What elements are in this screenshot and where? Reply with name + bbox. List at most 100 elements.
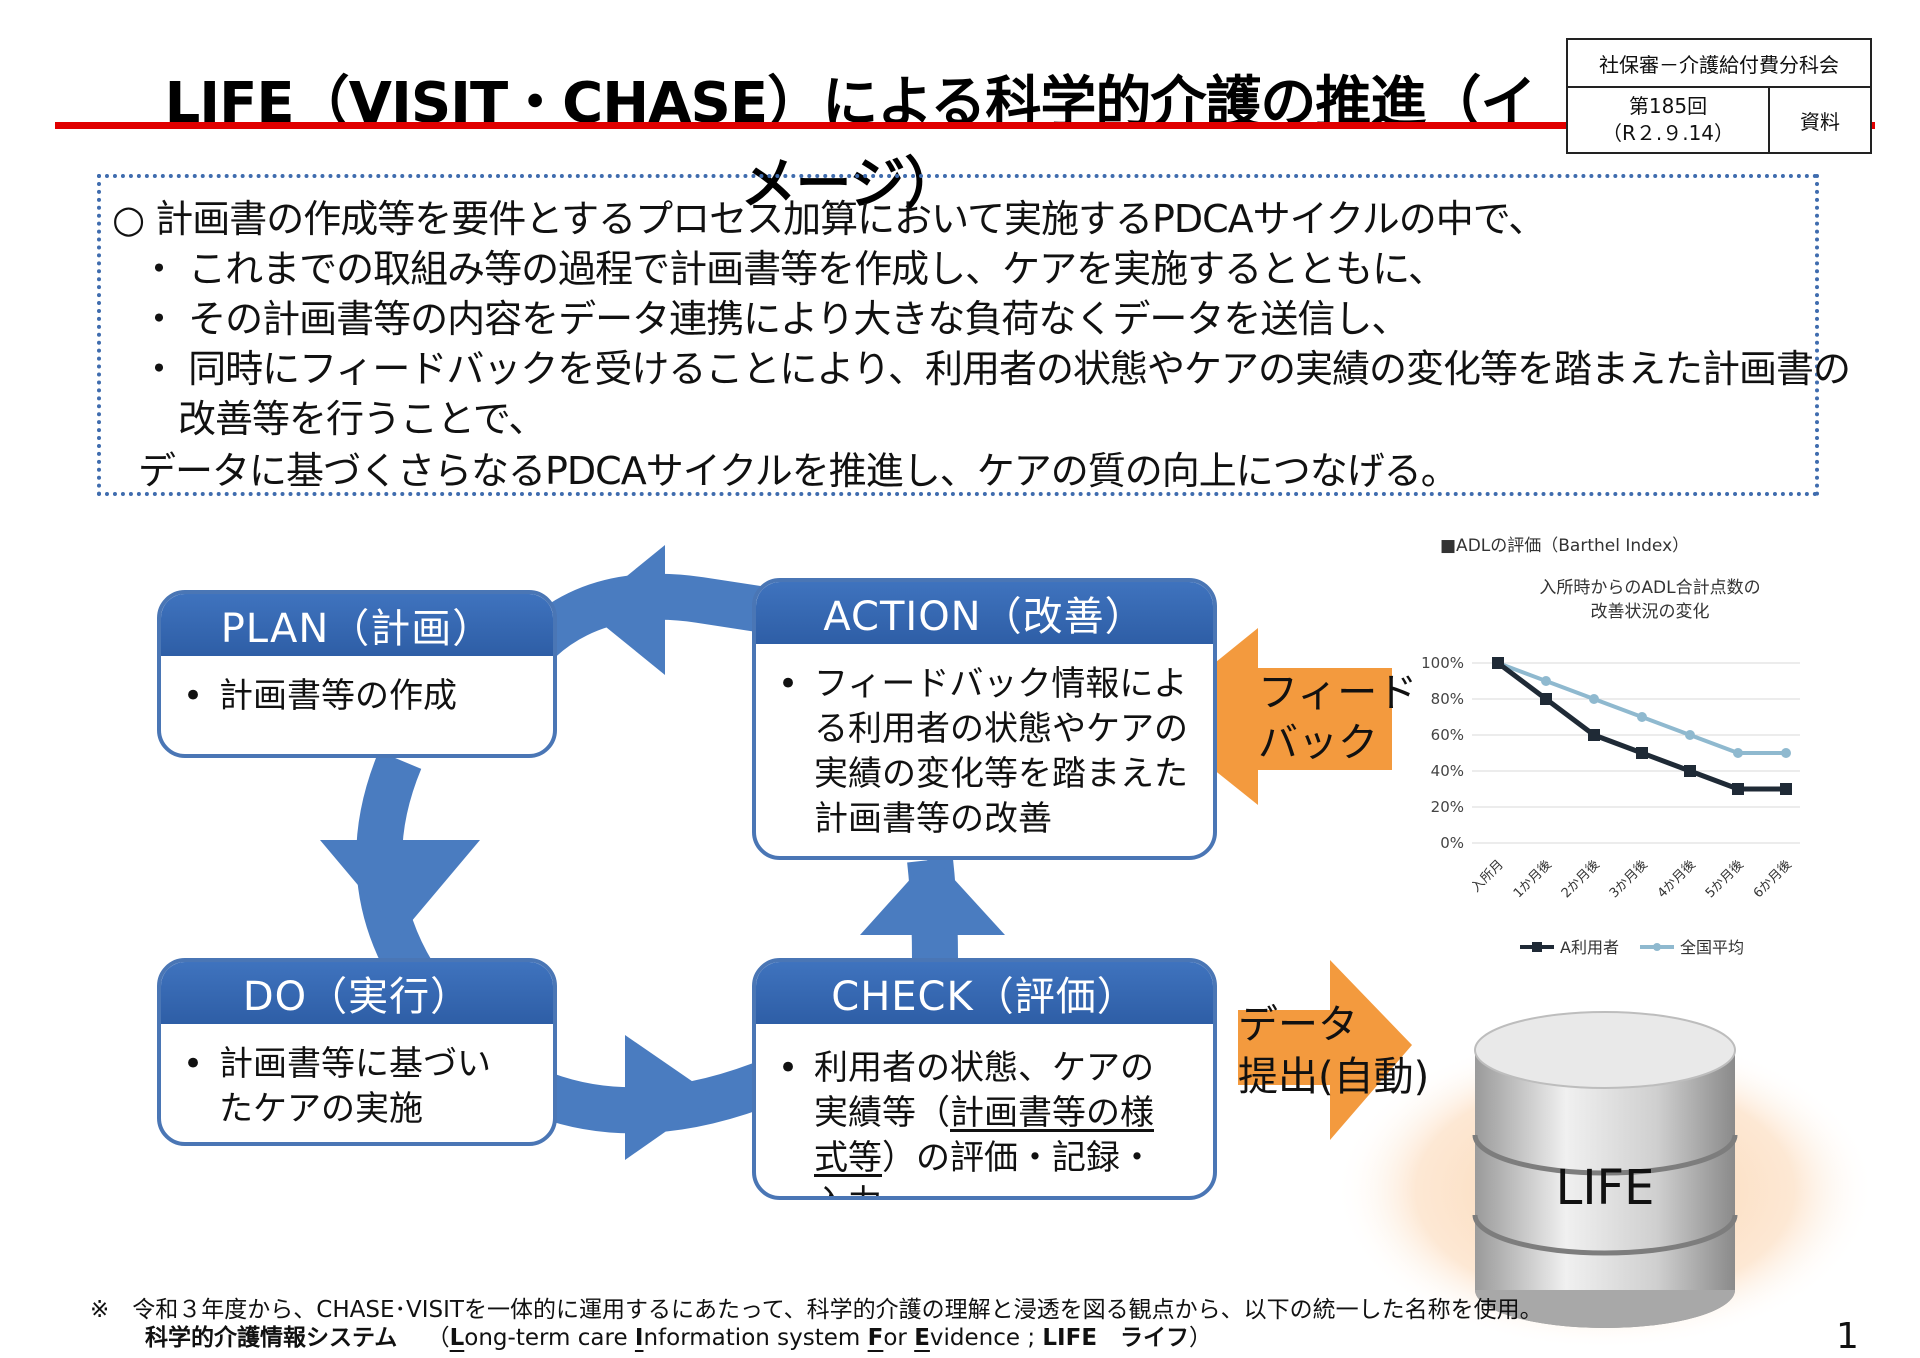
x-tick-label: 3か月後 xyxy=(1607,857,1651,901)
check-item-after: ）の評価・記録・入力 xyxy=(814,1138,1154,1196)
y-tick-label: 100% xyxy=(1421,654,1464,672)
session-number: 第185回 xyxy=(1628,94,1708,118)
intro-box xyxy=(97,174,1819,496)
chart-series xyxy=(1492,657,1792,795)
action-body: • フィードバック情報による利用者の状態やケアの実績の変化等を踏まえた計画書等の… xyxy=(756,644,1213,842)
abbr-text2: nformation system xyxy=(643,1325,868,1351)
y-tick-label: 80% xyxy=(1431,690,1464,708)
feedback-label-1: フィード xyxy=(1258,670,1418,716)
abbr-tail: LIFE ライフ xyxy=(1042,1325,1190,1351)
intro-line: ・ その計画書等の内容をデータ連携により大きな負荷なくデータを送信し、 xyxy=(140,297,1409,341)
arrowhead-to-check xyxy=(625,1035,715,1160)
y-tick-label: 60% xyxy=(1431,726,1464,744)
meeting-info-box: 社保審－介護給付費分科会 第185回 （R２.９.14） 資料 xyxy=(1566,38,1872,154)
abbr-f: F xyxy=(867,1325,884,1351)
intro-line: 改善等を行うことで、 xyxy=(178,397,546,441)
template-link: 計画書等の様式等 xyxy=(814,1093,1154,1178)
plan-body: • 計画書等の作成 xyxy=(161,656,553,719)
data-point xyxy=(1733,748,1743,758)
intro-line: データに基づくさらなるPDCAサイクルを推進し、ケアの質の向上につなげる。 xyxy=(138,449,1459,493)
footnote-line1: ※ 令和３年度から、CHASE･VISITを一体的に運用するにあたって、科学的介… xyxy=(90,1297,1543,1323)
data-point xyxy=(1685,730,1695,740)
bullet-icon: • xyxy=(183,676,204,716)
arrowhead-to-do xyxy=(320,840,480,935)
chart-y-ticks: 0% 20% 40% 60% 80% 100% xyxy=(1421,654,1464,852)
check-title: CHECK（評価） xyxy=(756,962,1213,1024)
data-label-2: 提出(自動) xyxy=(1238,1054,1430,1100)
abbr-e: E xyxy=(914,1325,930,1351)
system-name: 科学的介護情報システム xyxy=(145,1325,398,1351)
y-tick-label: 40% xyxy=(1431,762,1464,780)
plan-item: 計画書等の作成 xyxy=(219,676,457,716)
x-tick-label: 2か月後 xyxy=(1559,857,1603,901)
action-item: フィードバック情報による利用者の状態やケアの実績の変化等を踏まえた計画書等の改善 xyxy=(814,664,1188,839)
chart-header: ■ADLの評価（Barthel Index） xyxy=(1440,536,1689,556)
data-point xyxy=(1492,657,1504,669)
data-point xyxy=(1637,712,1647,722)
intro-line: ・ 同時にフィードバックを受けることにより、利用者の状態やケアの実績の変化等を踏… xyxy=(140,347,1851,391)
data-point xyxy=(1540,693,1552,705)
bullet-icon: • xyxy=(778,664,799,704)
x-tick-label: 5か月後 xyxy=(1703,857,1747,901)
page-number: 1 xyxy=(1836,1316,1859,1357)
chart-gridlines xyxy=(1472,662,1800,844)
y-tick-label: 0% xyxy=(1440,834,1464,852)
do-body: • 計画書等に基づいたケアの実施 xyxy=(161,1024,553,1132)
x-tick-label: 1か月後 xyxy=(1511,857,1555,901)
data-point xyxy=(1684,765,1696,777)
do-item: 計画書等に基づいたケアの実施 xyxy=(219,1044,491,1129)
adl-line-chart: ■ADLの評価（Barthel Index） 入所時からのADL合計点数の 改善… xyxy=(1421,536,1800,957)
data-point xyxy=(1541,676,1551,686)
committee-name: 社保審－介護給付費分科会 xyxy=(1568,40,1870,88)
data-point xyxy=(1589,694,1599,704)
action-title: ACTION（改善） xyxy=(756,582,1213,644)
series-line-national xyxy=(1497,661,1786,755)
chart-title-line1: 入所時からのADL合計点数の xyxy=(1539,578,1760,598)
data-point xyxy=(1732,783,1744,795)
bullet-icon: • xyxy=(183,1044,204,1084)
chart-legend: A利用者 全国平均 xyxy=(1520,938,1744,957)
bullet-icon: • xyxy=(778,1048,799,1088)
close-paren: ） xyxy=(1189,1325,1213,1351)
abbr-text1: ong-term care xyxy=(464,1325,635,1351)
arrowhead-to-action xyxy=(860,855,1005,935)
legend-label: 全国平均 xyxy=(1680,938,1744,957)
data-label-1: データ xyxy=(1238,1002,1358,1048)
data-point xyxy=(1588,729,1600,741)
plan-title: PLAN（計画） xyxy=(161,594,553,656)
check-body: • 利用者の状態、ケアの実績等（計画書等の様式等）の評価・記録・入力 xyxy=(756,1024,1213,1196)
y-tick-label: 20% xyxy=(1431,798,1464,816)
chart-title-line2: 改善状況の変化 xyxy=(1591,602,1710,622)
legend-label: A利用者 xyxy=(1560,938,1619,957)
data-point xyxy=(1780,783,1792,795)
abbr-l: L xyxy=(449,1325,465,1351)
action-card: ACTION（改善） • フィードバック情報による利用者の状態やケアの実績の変化… xyxy=(752,578,1217,860)
session-date: （R２.９.14） xyxy=(1601,121,1735,145)
abbr-text3: or xyxy=(883,1325,915,1351)
plan-card: PLAN（計画） • 計画書等の作成 xyxy=(157,590,557,758)
do-card: DO（実行） • 計画書等に基づいたケアの実施 xyxy=(157,958,557,1146)
do-title: DO（実行） xyxy=(161,962,553,1024)
data-point xyxy=(1636,747,1648,759)
footnote-line2: 科学的介護情報システム （Long-term care Information … xyxy=(145,1318,1212,1352)
check-item-before: 利用者の状態、ケアの実績等（ xyxy=(814,1048,1154,1133)
x-tick-label: 4か月後 xyxy=(1655,857,1699,901)
check-card: CHECK（評価） • 利用者の状態、ケアの実績等（計画書等の様式等）の評価・記… xyxy=(752,958,1217,1200)
database-label: LIFE xyxy=(1555,1160,1655,1216)
intro-line: ○ 計画書の作成等を要件とするプロセス加算において実施するPDCAサイクルの中で… xyxy=(112,197,1546,241)
abbr-text4: vidence ; xyxy=(929,1325,1043,1351)
intro-line: ・ これまでの取組み等の過程で計画書等を作成し、ケアを実施するとともに、 xyxy=(140,247,1446,291)
feedback-label-2: バック xyxy=(1258,720,1378,766)
legend-marker xyxy=(1653,943,1661,951)
abbr-i: I xyxy=(634,1325,644,1351)
session-cell: 第185回 （R２.９.14） xyxy=(1568,88,1770,152)
x-tick-label: 入所月 xyxy=(1469,857,1507,895)
database-cylinder xyxy=(1472,1011,1738,1328)
title-underline xyxy=(55,122,1875,129)
arrowhead-to-plan xyxy=(585,545,665,675)
open-paren: （ xyxy=(426,1325,450,1351)
data-point xyxy=(1781,748,1791,758)
document-type: 資料 xyxy=(1800,109,1840,134)
